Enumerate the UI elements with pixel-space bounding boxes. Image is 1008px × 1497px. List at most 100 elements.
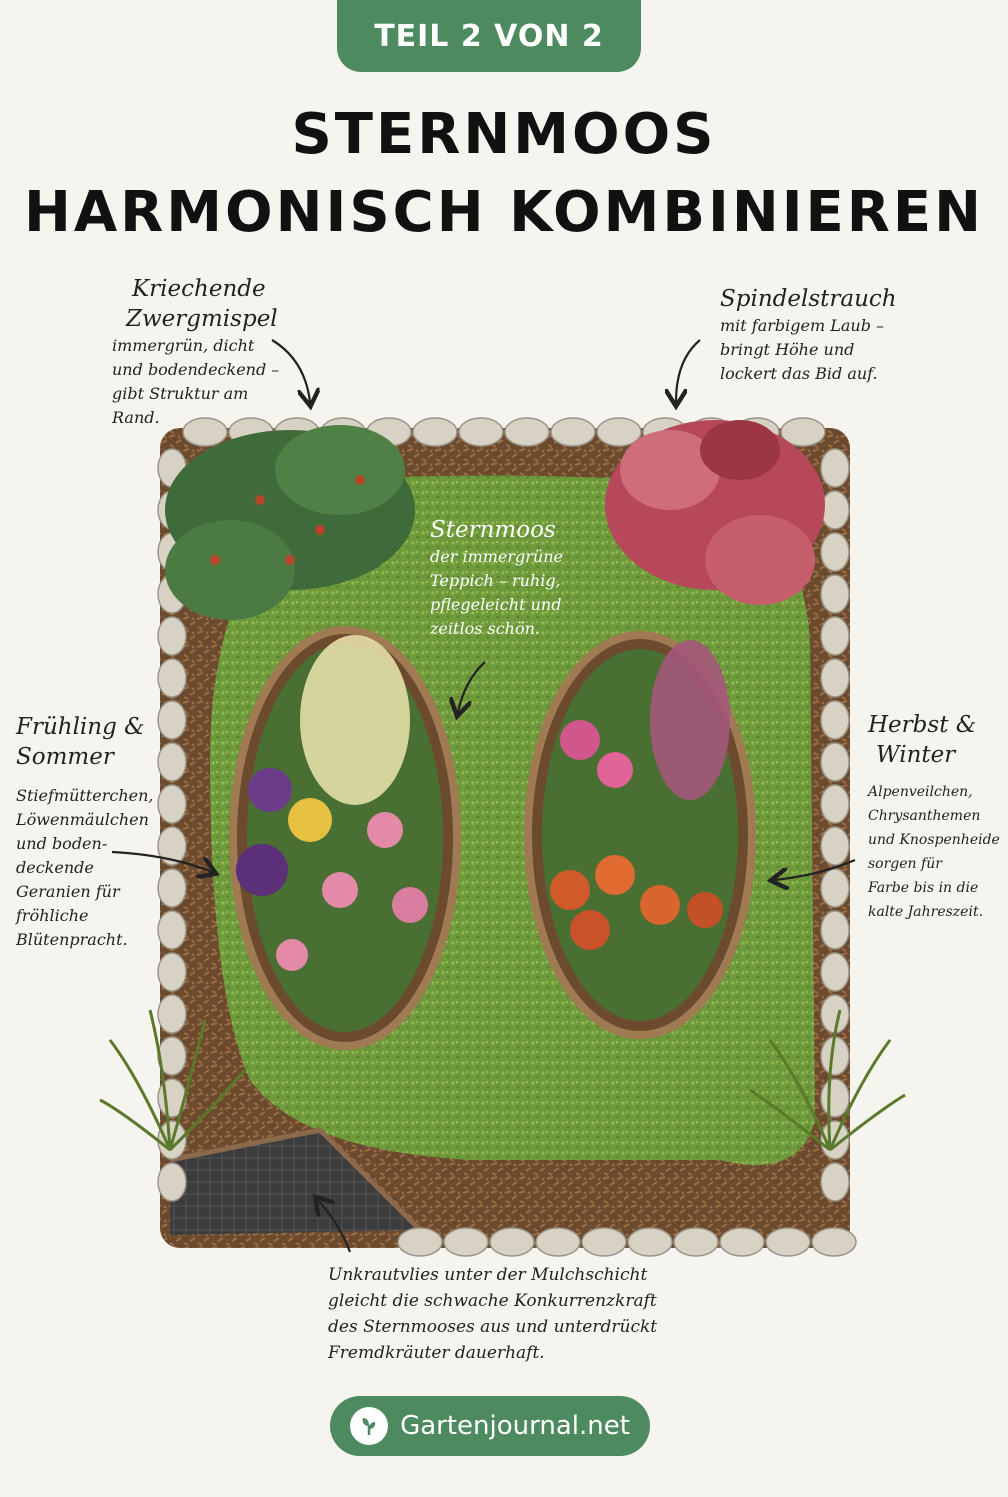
annotation-herbst-title2: Winter <box>876 742 956 768</box>
annotation-spindelstrauch-text: mit farbigem Laub – <box>720 316 885 335</box>
annotation-fruehling-text: und boden- <box>16 834 108 853</box>
footer-brand-link[interactable]: Gartenjournal.net <box>330 1396 650 1456</box>
stone-border <box>157 417 857 1257</box>
annotation-herbst-text: Farbe bis in die <box>868 880 979 896</box>
border-stone <box>157 700 187 740</box>
annotation-herbst-text: Chrysanthemen <box>868 808 981 824</box>
annotation-sternmoos-text: der immergrüne <box>430 547 563 566</box>
annotation-herbst-text: Alpenveilchen, <box>868 784 973 800</box>
border-stone <box>157 868 187 908</box>
annotation-fruehling-title1: Frühling & <box>16 714 145 740</box>
border-stone <box>780 417 826 447</box>
border-stone <box>397 1227 443 1257</box>
border-stone <box>581 1227 627 1257</box>
annotation-zwergmispel: Kriechende Zwergmispel immergrün, dicht … <box>112 274 282 430</box>
border-stone <box>820 868 850 908</box>
page-title-line1: STERNMOOS <box>291 102 717 167</box>
border-stone <box>820 910 850 950</box>
arrow-vlies <box>318 1200 352 1253</box>
annotation-fruehling-sommer: Frühling & Sommer Stiefmütterchen, Löwen… <box>16 712 156 952</box>
border-stone <box>458 417 504 447</box>
border-stone <box>820 532 850 572</box>
border-stone <box>820 742 850 782</box>
annotation-herbst-winter: Herbst & Winter Alpenveilchen, Chrysanth… <box>868 710 1006 924</box>
arrow-zwergmispel <box>271 339 310 402</box>
border-stone <box>157 658 187 698</box>
border-stone <box>820 826 850 866</box>
border-stone <box>504 417 550 447</box>
annotation-herbst-title1: Herbst & <box>868 712 977 738</box>
annotation-fruehling-title2: Sommer <box>16 744 114 770</box>
page-title-line2: HARMONISCH KOMBINIEREN <box>23 180 985 245</box>
border-stone <box>157 742 187 782</box>
annotation-fruehling-text: fröhliche <box>16 906 89 925</box>
border-stone <box>157 784 187 824</box>
border-stone <box>820 1078 850 1118</box>
border-stone <box>157 1036 187 1076</box>
border-stone <box>596 417 642 447</box>
annotation-fruehling-text: Geranien für <box>16 882 120 901</box>
annotation-sternmoos-text: Teppich – ruhig, <box>430 571 561 590</box>
ornamental-grass-left <box>99 1009 247 1152</box>
border-stone <box>820 616 850 656</box>
spindelstrauch-shrub <box>605 420 825 605</box>
border-stone <box>719 1227 765 1257</box>
annotation-fruehling-text: deckende <box>16 858 94 877</box>
border-stone <box>157 994 187 1034</box>
annotation-sternmoos: Sternmoos der immergrüne Teppich – ruhig… <box>430 515 600 641</box>
border-stone <box>765 1227 811 1257</box>
autumn-winter-bed <box>524 631 756 1039</box>
leaf-sprout-icon <box>350 1407 389 1445</box>
annotation-spindelstrauch-text: lockert das Bid auf. <box>720 364 878 383</box>
annotation-zwergmispel-title2: Zwergmispel <box>126 306 278 332</box>
annotation-sternmoos-title: Sternmoos <box>430 517 556 543</box>
annotation-zwergmispel-text: immergrün, dicht <box>112 336 255 355</box>
arrow-spindelstrauch <box>676 339 701 402</box>
border-stone <box>627 1227 673 1257</box>
annotation-vlies-text: Unkrautvlies unter der Mulchschicht <box>328 1265 648 1285</box>
footer-brand-text: Gartenjournal.net <box>400 1411 630 1441</box>
annotation-vlies-text: gleicht die schwache Konkurrenzkraft <box>328 1291 657 1311</box>
annotation-spindelstrauch-title: Spindelstrauch <box>720 286 897 312</box>
annotation-zwergmispel-text: gibt Struktur am <box>112 384 249 403</box>
zwergmispel-shrub <box>165 425 415 620</box>
border-stone <box>157 616 187 656</box>
border-stone <box>157 1162 187 1202</box>
border-stone <box>157 910 187 950</box>
annotation-zwergmispel-text: Rand. <box>112 408 160 427</box>
annotation-zwergmispel-text: und bodendeckend – <box>112 360 280 379</box>
arrow-fruehling <box>111 850 212 872</box>
arrow-herbst <box>775 858 856 880</box>
weed-fleece <box>170 1130 420 1235</box>
border-stone <box>550 417 596 447</box>
part-badge: TEIL 2 VON 2 <box>337 0 641 72</box>
border-stone <box>820 784 850 824</box>
border-stone <box>412 417 458 447</box>
border-stone <box>820 658 850 698</box>
border-stone <box>535 1227 581 1257</box>
annotation-zwergmispel-title1: Kriechende <box>132 276 266 302</box>
annotation-fruehling-text: Löwenmäulchen <box>16 810 149 829</box>
annotation-herbst-text: sorgen für <box>868 856 942 872</box>
annotation-herbst-text: und Knospenheide <box>868 832 1000 848</box>
annotation-spindelstrauch: Spindelstrauch mit farbigem Laub – bring… <box>720 284 920 386</box>
border-stone <box>820 574 850 614</box>
annotation-herbst-text: kalte Jahreszeit. <box>868 904 984 920</box>
annotation-spindelstrauch-text: bringt Höhe und <box>720 340 855 359</box>
border-stone <box>443 1227 489 1257</box>
border-stone <box>820 700 850 740</box>
annotation-sternmoos-text: pflegeleicht und <box>430 595 562 614</box>
border-stone <box>820 448 850 488</box>
spring-summer-bed <box>229 626 461 1050</box>
annotation-vlies-text: Fremdkräuter dauerhaft. <box>328 1343 545 1363</box>
border-stone <box>673 1227 719 1257</box>
annotation-vlies-text: des Sternmooses aus und unterdrückt <box>328 1317 658 1337</box>
annotation-sternmoos-text: zeitlos schön. <box>430 619 540 638</box>
border-stone <box>820 952 850 992</box>
arrow-sternmoos <box>458 661 486 712</box>
border-stone <box>157 826 187 866</box>
ornamental-grass-right <box>749 1009 906 1152</box>
border-stone <box>820 490 850 530</box>
annotation-unkrautvlies: Unkrautvlies unter der Mulchschicht glei… <box>328 1262 688 1366</box>
border-stone <box>489 1227 535 1257</box>
